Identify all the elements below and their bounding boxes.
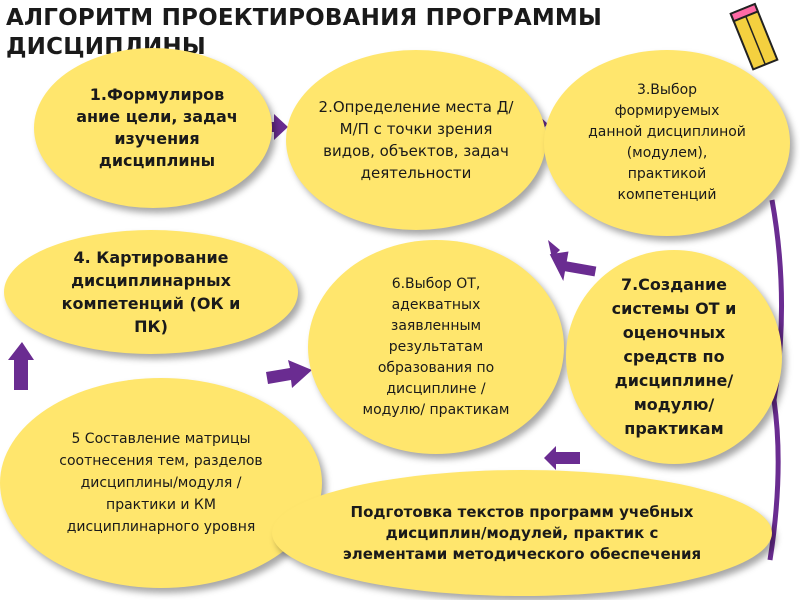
arrow-5-to-4 — [8, 342, 34, 390]
arrow-5-to-6 — [266, 360, 312, 388]
final-program-texts: Подготовка текстов программ учебных дисц… — [272, 470, 772, 596]
step-5-matrix-composition: 5 Составление матрицы соотнесения тем, р… — [0, 378, 322, 588]
step-6-educational-tech-choice: 6.Выбор ОТ, адекватных заявленным резуль… — [308, 240, 564, 454]
step-1-goal-formulation: 1.Формулиров ание цели, задач изучения д… — [34, 48, 272, 208]
arrow-6-to-7 — [546, 248, 598, 286]
step-4-competence-mapping: 4. Картирование дисциплинарных компетенц… — [4, 230, 298, 354]
step-3-competence-choice: 3.Выбор формируемых данной дисциплиной (… — [544, 50, 790, 236]
step-2-place-definition: 2.Определение места Д/М/П с точки зрения… — [286, 50, 546, 230]
arrow-7-to-final — [544, 446, 580, 470]
step-7-assessment-system: 7.Создание системы ОТ и оценочных средст… — [566, 250, 782, 464]
